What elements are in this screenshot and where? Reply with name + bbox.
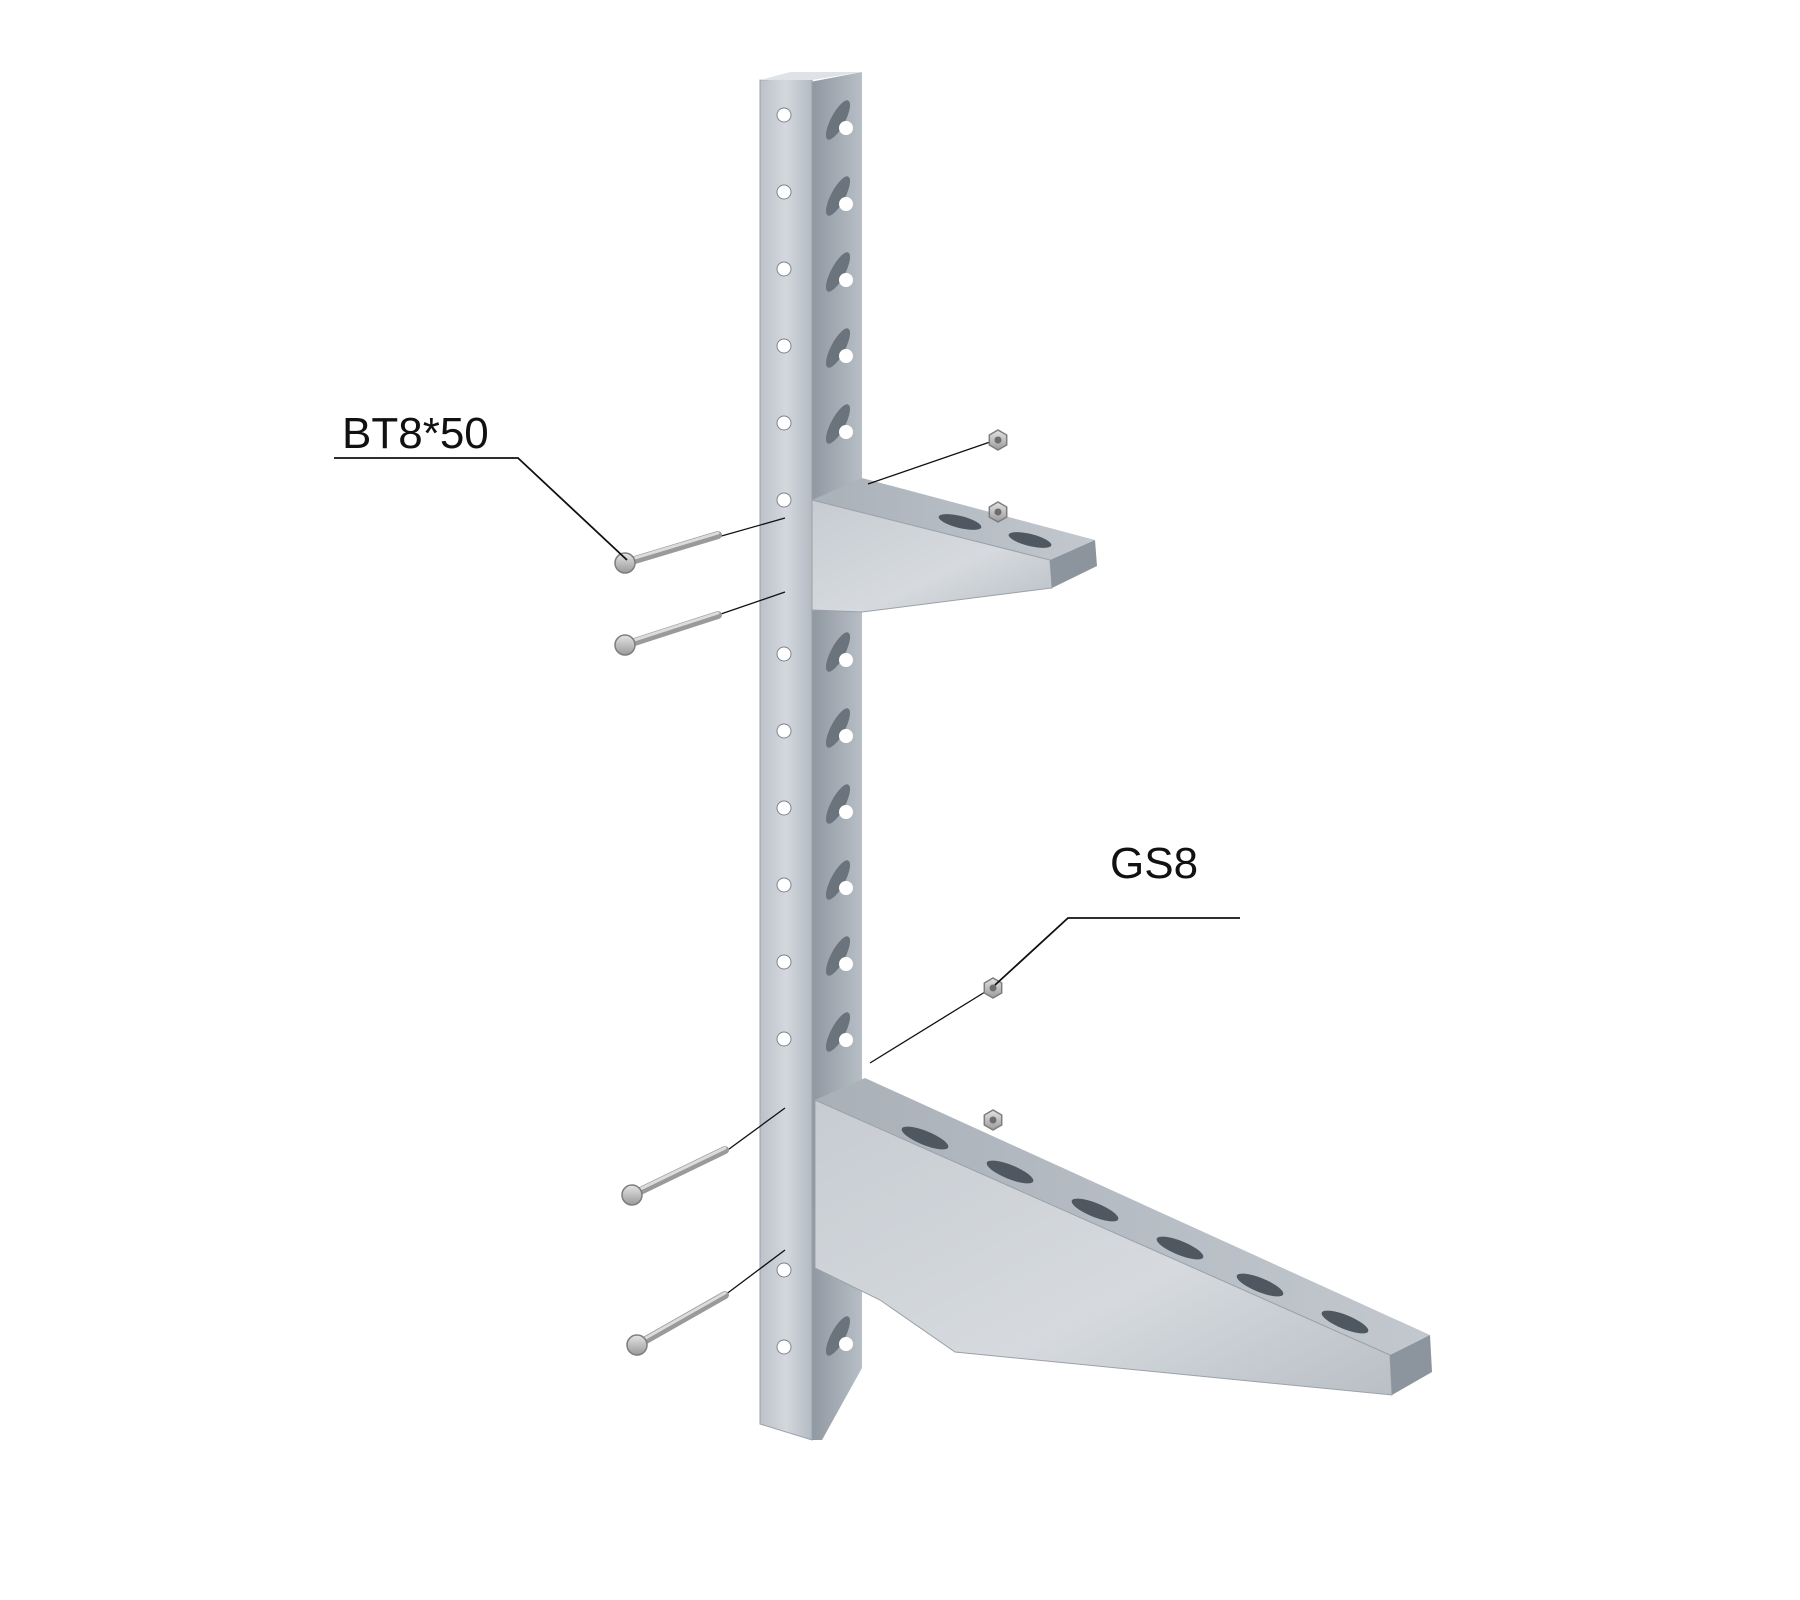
upright-hole [776,723,792,739]
upright-side-hole [839,1033,853,1047]
bolt-shank [621,531,722,567]
bolt [614,611,722,656]
short-arm-web [811,499,1053,613]
nut-callout-label: GS8 [1110,839,1199,888]
bolt-alignment-lines [717,441,991,1296]
upright-side-hole [839,349,853,363]
bolt-head [621,1184,643,1206]
upright-hole [776,800,792,816]
upright-side-hole [839,653,853,667]
bolt-head [626,1334,648,1356]
short-arm-slot [938,514,982,530]
upright-side-hole [839,805,853,819]
upright-side-slot [825,1012,851,1052]
long-arm-slot [1236,1273,1284,1297]
upright-hole [776,415,792,431]
bolt-shank-highlight [635,1291,727,1345]
upright-side-slot [825,252,851,292]
upright-side-slot [825,708,851,748]
bolt-callout-leader [334,457,628,561]
upright-hole [776,1262,792,1278]
nut [983,1109,1003,1131]
upright-side-slot [825,860,851,900]
upright-side-slot [825,784,851,824]
upright-hole [776,261,792,277]
callout-leaders [334,457,1240,986]
upright-side-slot [825,936,851,976]
long-cantilever-arm [814,1078,1432,1396]
upright-hole [776,1031,792,1047]
upright-side-slot [825,632,851,672]
nut [988,501,1008,523]
nut-bore [994,508,1002,516]
long-arm-slot [1156,1236,1204,1260]
bolt-shank [621,611,722,649]
upright-side-slot [825,1316,851,1356]
nut-callout-leader [994,917,1240,986]
upright-hole [776,338,792,354]
upright-side-slots [825,100,853,1356]
bolt-group [614,531,729,1356]
short-arm-slot [1008,532,1052,548]
upright-side-hole [839,729,853,743]
upright-hole [776,954,792,970]
nut [988,429,1008,451]
bolt-shank-highlight [630,1146,727,1195]
bolt [626,1291,729,1356]
upright-side-slot [825,404,851,444]
upright-side-hole [839,881,853,895]
bolt [621,1146,729,1206]
long-arm-slot [1321,1310,1369,1334]
bolt [614,531,722,574]
long-arm-web [814,1099,1393,1396]
long-arm-slots [901,1126,1369,1334]
upright-hole [776,1339,792,1355]
upright-side-slot [825,328,851,368]
upright-side-hole [839,273,853,287]
bolt-head [614,634,636,656]
upright-side-hole [839,425,853,439]
bolt-head [614,552,636,574]
upright-side-hole [839,1337,853,1351]
upright-side-slot [825,100,851,140]
upright-front-flange [759,77,813,1441]
bolt-shank [633,1291,729,1349]
nut-bore [994,436,1002,444]
upright-hole [776,107,792,123]
bolt-shank-highlight [623,531,720,563]
upright-side-hole [839,197,853,211]
long-arm-slot [1071,1198,1119,1222]
long-arm-end-lip [1390,1335,1432,1395]
nut-group [983,429,1008,1131]
short-arm-end-lip [1050,540,1097,588]
upright-front-holes [776,107,792,1355]
bolt-shank-highlight [623,611,720,645]
upright-hole [776,184,792,200]
upright-side-slot [825,176,851,216]
upright-side-hole [839,121,853,135]
nut-bore [989,984,997,992]
upright-hole [776,877,792,893]
bolt-shank [628,1146,729,1199]
long-arm-slot [986,1160,1034,1184]
bolt-callout-label: BT8*50 [342,409,489,458]
upright-top-edge [760,72,862,80]
upright-hole [776,492,792,508]
upright-hole [776,646,792,662]
long-arm-slot [901,1126,949,1150]
upright-side-hole [839,957,853,971]
nut-bore [989,1116,997,1124]
short-cantilever-arm [811,478,1097,613]
